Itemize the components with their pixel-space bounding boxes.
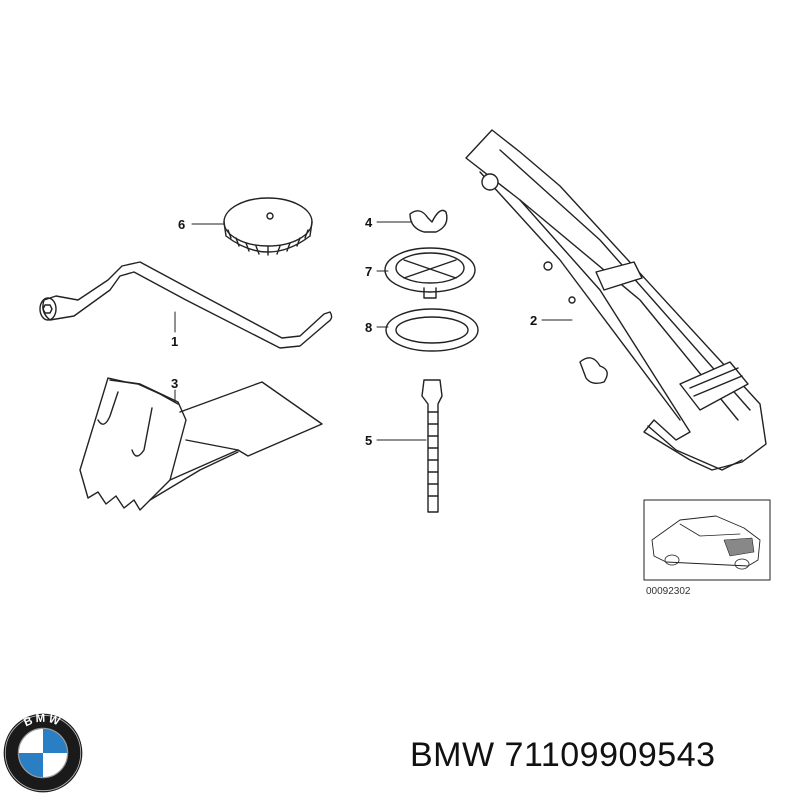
callout-4: 4 <box>365 215 373 230</box>
ring-part <box>385 308 479 352</box>
svg-text:BMW: BMW <box>22 713 63 730</box>
callout-2: 2 <box>530 313 537 328</box>
bmw-logo-icon: BMW <box>3 713 83 793</box>
callout-3: 3 <box>171 376 178 391</box>
holder-disc-part <box>384 247 476 299</box>
leader-lines <box>174 221 573 441</box>
callout-8: 8 <box>365 320 372 335</box>
knurled-cap-part <box>223 197 313 256</box>
callout-7: 7 <box>365 264 372 279</box>
wing-nut-part <box>409 209 448 233</box>
wheel-brace-part <box>39 261 333 349</box>
callout-1: 1 <box>171 334 178 349</box>
vehicle-inset <box>643 499 771 581</box>
callout-5: 5 <box>365 433 372 448</box>
reference-code: 00092302 <box>646 586 691 597</box>
threaded-bolt-part <box>421 379 443 513</box>
brand-name: BMW <box>410 736 495 774</box>
holder-bracket-part <box>79 377 323 511</box>
scissor-jack-part <box>465 129 767 471</box>
part-number-label: BMW 71109909543 <box>410 736 716 775</box>
part-number: 71109909543 <box>504 736 716 774</box>
callout-6: 6 <box>178 217 185 232</box>
logo-letters: BMW <box>22 713 61 730</box>
